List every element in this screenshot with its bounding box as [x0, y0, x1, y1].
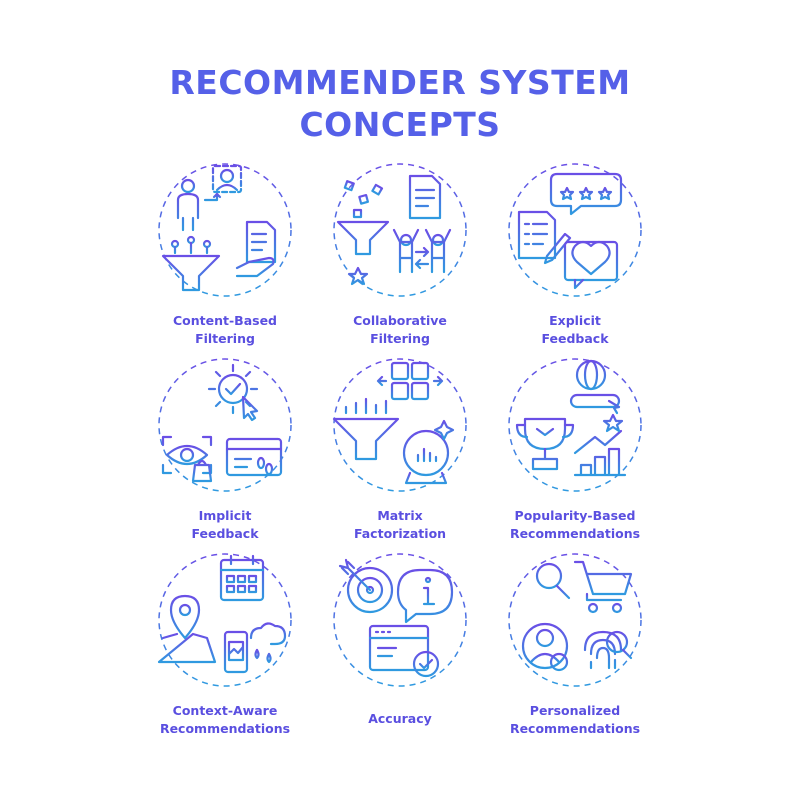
concept-implicit-feedback: Implicit Feedback — [115, 355, 335, 555]
concept-label: Context-Aware Recommendations — [159, 703, 291, 736]
concept-label: Collaborative Filtering — [353, 313, 447, 346]
popularity-based-recommendations-icon — [508, 358, 642, 492]
concept-label: Implicit Feedback — [191, 508, 259, 541]
content-based-filtering-icon — [158, 163, 292, 297]
concept-collaborative-filtering: Collaborative Filtering — [290, 160, 510, 360]
page-title: RECOMMENDER SYSTEM CONCEPTS — [0, 62, 800, 146]
concept-label: Matrix Factorization — [353, 508, 447, 541]
collaborative-filtering-icon — [333, 163, 467, 297]
title-line-2: CONCEPTS — [299, 105, 501, 144]
explicit-feedback-icon — [508, 163, 642, 297]
concept-label: Personalized Recommendations — [509, 703, 641, 736]
concept-content-based-filtering: Content-Based Filtering — [115, 160, 335, 360]
concept-label: Popularity-Based Recommendations — [509, 508, 641, 541]
concept-popularity-based-recommendations: Popularity-Based Recommendations — [465, 355, 685, 555]
title-line-1: RECOMMENDER SYSTEM — [169, 63, 631, 102]
accuracy-icon — [333, 553, 467, 687]
concept-label: Explicit Feedback — [541, 313, 609, 346]
concept-accuracy: Accuracy — [290, 550, 510, 750]
concept-explicit-feedback: Explicit Feedback — [465, 160, 685, 360]
personalized-recommendations-icon — [508, 553, 642, 687]
concept-label: Accuracy — [368, 711, 432, 726]
concept-matrix-factorization: Matrix Factorization — [290, 355, 510, 555]
matrix-factorization-icon — [332, 358, 467, 492]
concept-label: Content-Based Filtering — [172, 313, 277, 346]
concept-personalized-recommendations: Personalized Recommendations — [465, 550, 685, 750]
concept-context-aware-recommendations: Context-Aware Recommendations — [115, 550, 335, 750]
context-aware-recommendations-icon — [157, 553, 292, 687]
implicit-feedback-icon — [158, 358, 292, 492]
